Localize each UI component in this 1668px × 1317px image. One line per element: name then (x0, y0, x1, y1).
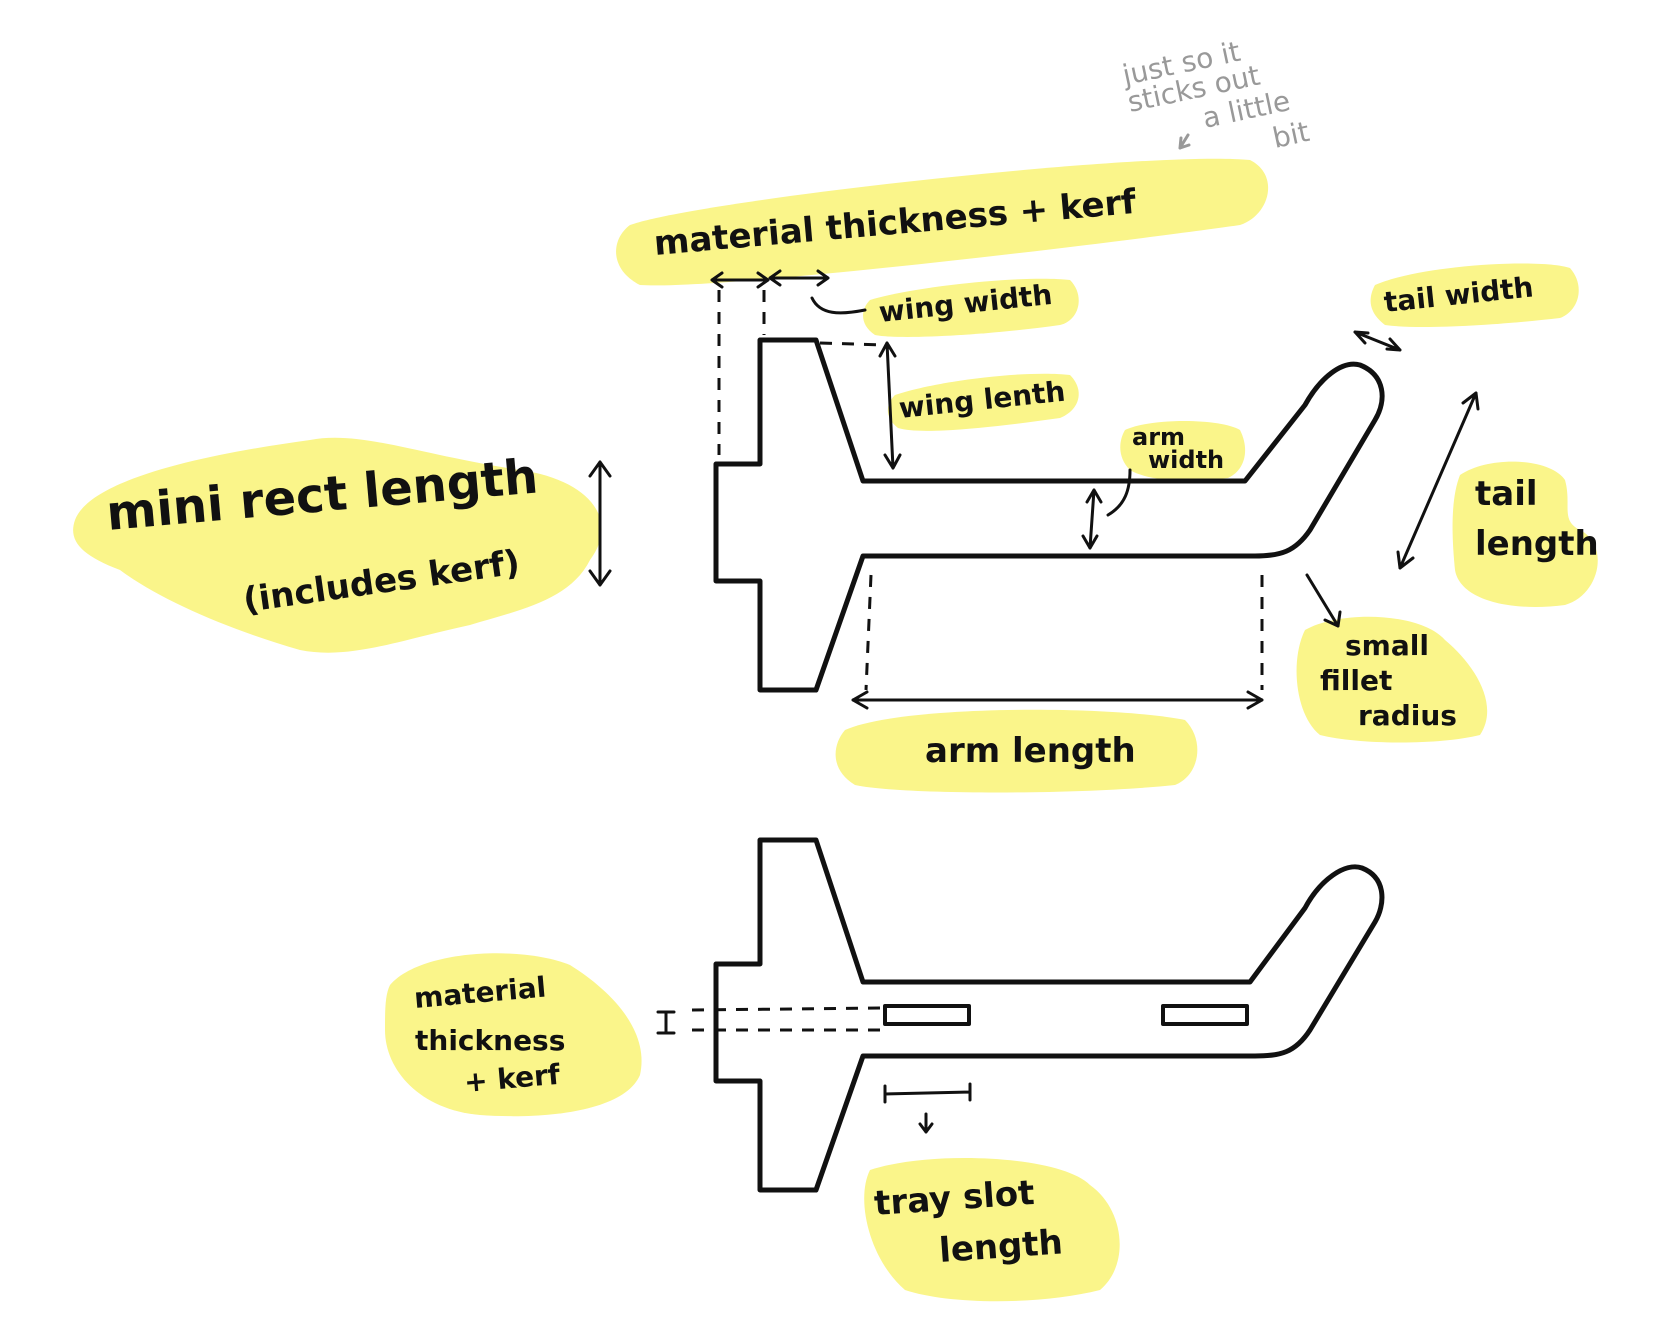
tray-slot-left (883, 1004, 971, 1026)
highlight-wing-length (887, 373, 1079, 431)
highlight-arm-length (835, 709, 1198, 793)
label-tray-slot-length-2: length (938, 1222, 1064, 1271)
label-tail-length-2: length (1475, 524, 1599, 564)
highlight-small-fillet-radius (1296, 616, 1488, 743)
highlight-mini-rect-length (73, 437, 602, 653)
label-small-fillet-radius-1: small (1345, 629, 1429, 662)
highlight-arm-width (1120, 421, 1246, 481)
highlight-material-thickness-top (616, 158, 1269, 286)
label-material-thickness-bottom-2: thickness (415, 1024, 565, 1057)
label-arm-length: arm length (925, 731, 1136, 771)
highlight-tail-length (1452, 461, 1598, 607)
label-tail-length-1: tail (1475, 474, 1538, 514)
tray-slot-right (1161, 1004, 1249, 1026)
label-arm-width-2: width (1148, 446, 1224, 474)
label-small-fillet-radius-3: radius (1358, 699, 1457, 732)
label-small-fillet-radius-2: fillet (1320, 664, 1392, 697)
top-part-outline (713, 337, 1385, 693)
highlight-tray-slot-length (864, 1158, 1120, 1302)
bottom-part-outline (713, 837, 1385, 1193)
bottom-details (656, 1004, 1249, 1134)
note-line-4: bit (1270, 115, 1313, 155)
top-dimensions (588, 269, 1480, 710)
highlights (73, 158, 1598, 1302)
highlight-tail-width (1370, 263, 1579, 328)
highlight-wing-width (863, 278, 1079, 337)
highlight-material-thickness-bottom (385, 953, 642, 1117)
label-arm-width-1: arm (1132, 423, 1185, 451)
